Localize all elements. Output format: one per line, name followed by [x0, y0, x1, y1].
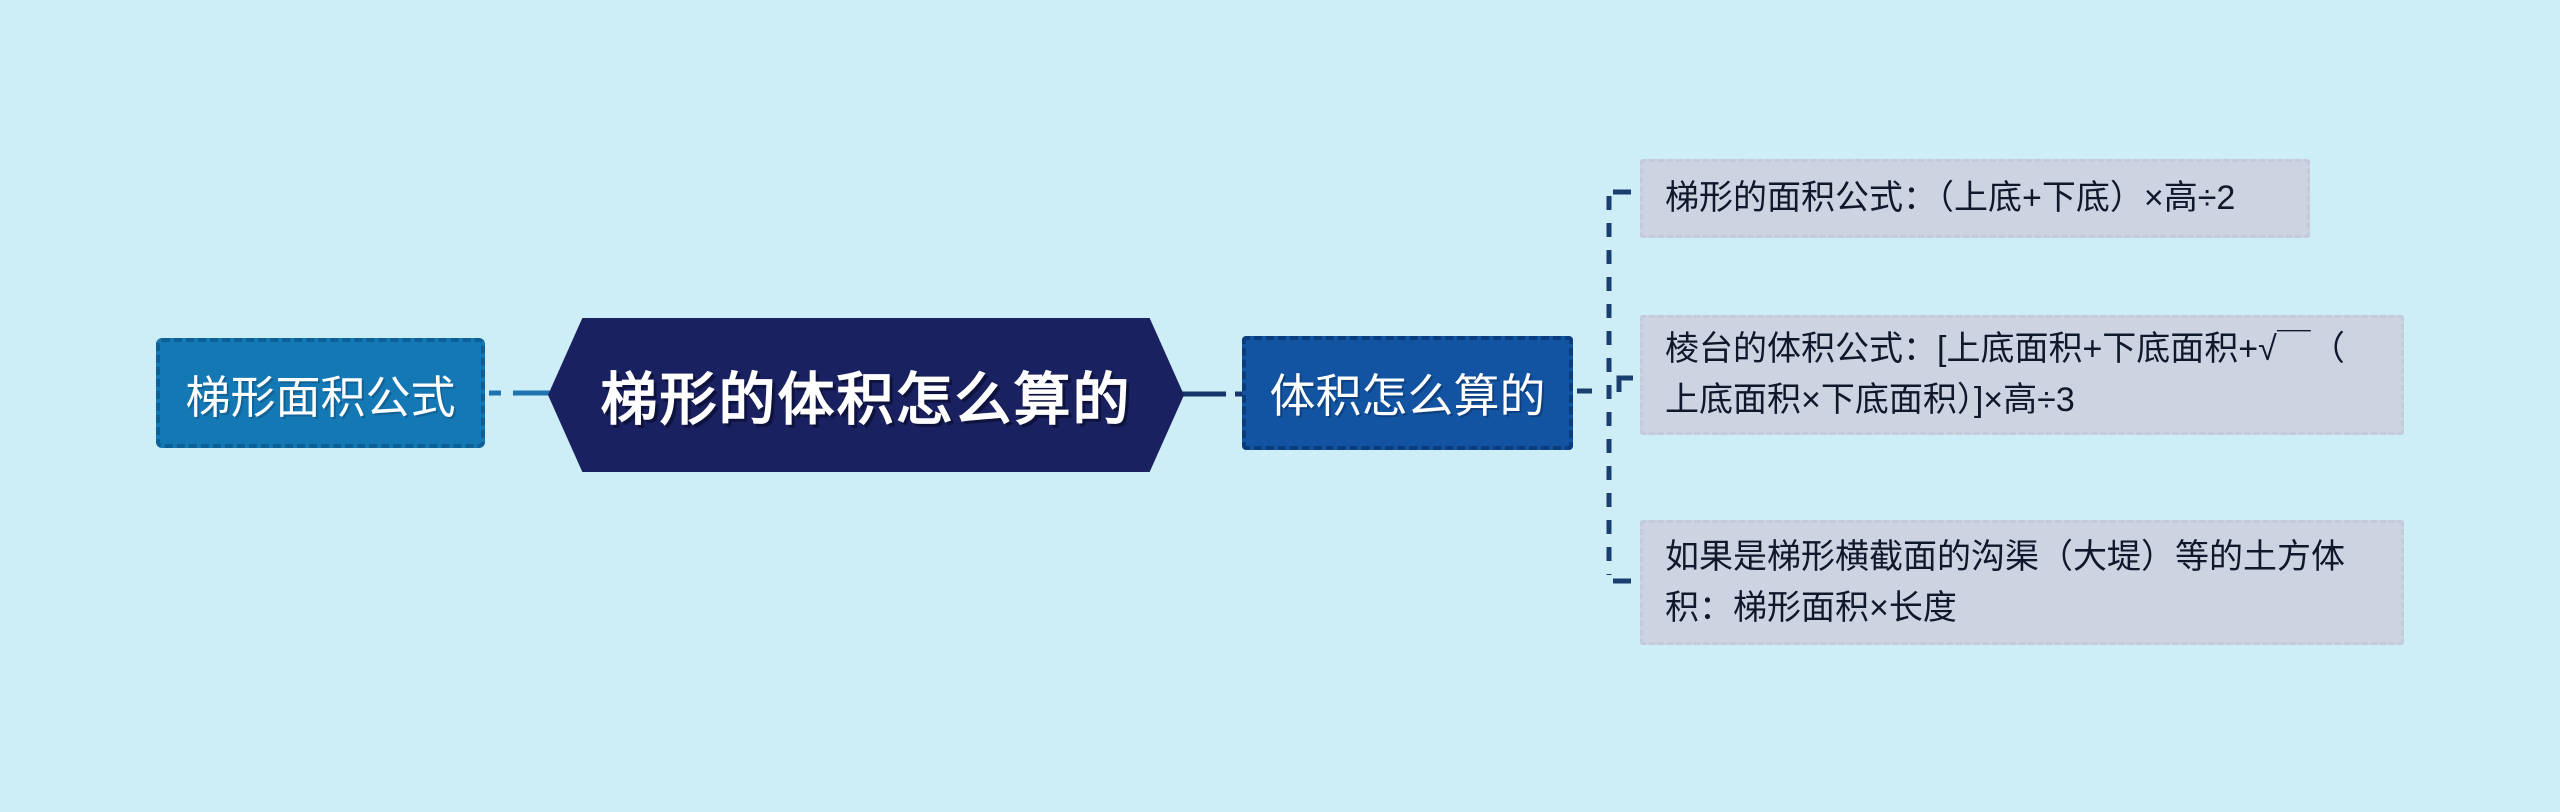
- leaf-node-trapezoid-area-formula[interactable]: 梯形的面积公式：（上底+下底）×高÷2: [1640, 159, 2310, 238]
- branch-node-trapezoid-area-formula[interactable]: 梯形面积公式: [156, 338, 485, 448]
- branch-node-label: 体积怎么算的: [1269, 370, 1546, 422]
- leaf-node-text-line: 梯形的面积公式：（上底+下底）×高÷2: [1665, 179, 2236, 217]
- branch-node-how-to-calc-volume[interactable]: 体积怎么算的: [1242, 336, 1573, 450]
- leaf-node-frustum-volume-formula[interactable]: 棱台的体积公式：[上底面积+下底面积+√￣（ 上底面积×下底面积）]×高÷3: [1640, 315, 2404, 435]
- root-node-trapezoid-volume[interactable]: 梯形的体积怎么算的: [548, 318, 1184, 472]
- branch-node-label: 梯形面积公式: [185, 371, 456, 423]
- leaf-node-text-line: 积：梯形面积×长度: [1665, 588, 1957, 627]
- root-node-label: 梯形的体积怎么算的: [600, 368, 1132, 432]
- leaf-node-text-line: 上底面积×下底面积）]×高÷3: [1665, 381, 2075, 419]
- leaf-node-earthwork-volume[interactable]: 如果是梯形横截面的沟渠（大堤）等的土方体 积：梯形面积×长度: [1640, 520, 2404, 645]
- leaf-node-text-line: 如果是梯形横截面的沟渠（大堤）等的土方体: [1665, 537, 2345, 576]
- connector-branch-child2: [1616, 375, 1633, 392]
- leaf-node-text-line: 棱台的体积公式：[上底面积+下底面积+√￣（: [1665, 330, 2345, 368]
